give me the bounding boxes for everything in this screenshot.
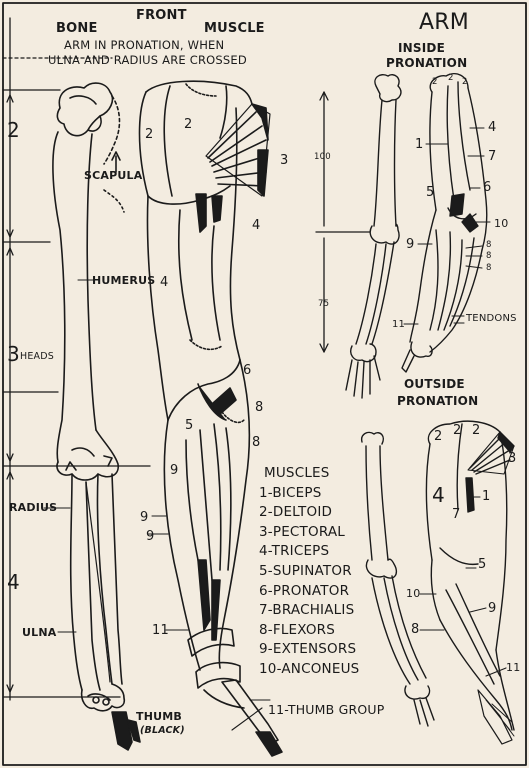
inside-num-8b: 8: [486, 251, 492, 261]
label-thumb: THUMB: [136, 710, 182, 723]
legend-item: 10-ANCONEUS: [259, 660, 360, 677]
inside-num-6: 6: [483, 180, 492, 195]
label-ulna: ULNA: [22, 626, 57, 639]
subtitle-line-1: ARM IN PRONATION, WHEN: [64, 38, 225, 52]
inside-num-5: 5: [426, 185, 435, 200]
inside-num-7: 7: [488, 149, 497, 164]
outside-num-2a: 2: [434, 429, 443, 444]
title-front: FRONT: [136, 8, 187, 23]
leader-lines: [43, 127, 507, 731]
title-muscle: MUSCLE: [204, 21, 265, 36]
outside-label-1: OUTSIDE: [404, 377, 465, 391]
inside-num-1: 1: [415, 137, 424, 152]
legend-heading: MUSCLES: [264, 465, 330, 481]
subtitle-line-2: ULNA AND RADIUS ARE CROSSED: [48, 53, 247, 67]
title-bone: BONE: [56, 21, 98, 36]
inside-label-2: PRONATION: [386, 56, 468, 70]
muscle-num-2a: 2: [145, 127, 154, 142]
muscle-num-8a: 8: [255, 400, 264, 415]
legend-item: 2-DELTOID: [259, 504, 333, 521]
outside-pronation-muscle: [425, 420, 515, 745]
title-arm: ARM: [419, 10, 469, 35]
inside-num-9: 9: [406, 237, 415, 252]
legend-item: 3-PECTORAL: [259, 523, 346, 540]
scale-heads-word: HEADS: [20, 351, 54, 362]
outside-num-7: 7: [452, 507, 461, 522]
outside-label-2: PRONATION: [397, 394, 479, 408]
label-scapula: SCAPULA: [84, 169, 143, 182]
outside-num-10: 10: [406, 587, 421, 600]
inside-num-10: 10: [494, 217, 509, 230]
muscle-num-4a: 4: [252, 218, 261, 233]
scale-head-4: 4: [7, 570, 20, 594]
legend-item: 5-SUPINATOR: [259, 562, 352, 579]
outside-num-5: 5: [478, 557, 487, 572]
outside-num-1: 1: [482, 489, 491, 504]
measure-75: 75: [318, 299, 330, 309]
inside-num-2b: 2: [448, 73, 454, 83]
outside-num-9: 9: [488, 601, 497, 616]
label-black: (BLACK): [140, 725, 185, 736]
inside-num-8a: 8: [486, 240, 492, 250]
outside-num-3: 3: [508, 451, 517, 466]
measure-100: 100: [314, 152, 331, 162]
legend-item: 1-BICEPS: [259, 484, 322, 501]
label-radius: RADIUS: [9, 501, 58, 514]
outside-num-4: 4: [432, 483, 445, 507]
outside-num-8: 8: [411, 622, 420, 637]
inside-num-2a: 2: [432, 77, 438, 87]
inside-num-8c: 8: [486, 263, 492, 273]
scale-head-3: 3: [7, 342, 20, 366]
scale-head-2: 2: [7, 118, 20, 142]
muscle-num-9b: 9: [140, 510, 149, 525]
muscle-legend: MUSCLES 1-BICEPS 2-DELTOID 3-PECTORAL 4-…: [259, 464, 359, 680]
muscle-num-6: 6: [243, 363, 252, 378]
inside-num-4: 4: [488, 120, 497, 135]
inside-num-11: 11: [392, 319, 406, 330]
outside-num-11: 11: [506, 661, 521, 674]
muscle-num-8b: 8: [252, 435, 261, 450]
outside-num-2b: 2: [453, 423, 462, 438]
legend-item: 4-TRICEPS: [259, 543, 330, 560]
label-humerus: HUMERUS: [92, 274, 156, 287]
label-tendons: TENDONS: [466, 313, 517, 324]
inside-label-1: INSIDE: [398, 41, 445, 55]
muscle-num-5: 5: [185, 418, 194, 433]
legend-item: 8-FLEXORS: [259, 621, 336, 638]
outside-num-2c: 2: [472, 423, 481, 438]
legend-thumb-group: 11-THUMB GROUP: [268, 702, 385, 717]
inside-pronation-muscle: [401, 72, 488, 373]
legend-item: 9-EXTENSORS: [259, 641, 357, 658]
legend-item: 7-BRACHIALIS: [259, 602, 355, 619]
measure-arrows: [315, 91, 371, 353]
head-scale-ruler: [2, 17, 151, 701]
front-forearm-bones: [69, 473, 141, 751]
inside-pronation-bone: [345, 74, 402, 399]
muscle-num-9a: 9: [170, 463, 179, 478]
outside-pronation-bone: [360, 431, 435, 727]
inside-num-2c: 2: [462, 77, 468, 87]
muscle-num-11: 11: [152, 623, 169, 638]
muscle-num-2b: 2: [184, 117, 193, 132]
front-muscle-arm: [138, 80, 283, 757]
muscle-num-9c: 9: [146, 529, 155, 544]
muscle-num-3: 3: [280, 153, 289, 168]
muscle-num-4b: 4: [160, 275, 169, 290]
legend-item: 6-PRONATOR: [259, 582, 350, 599]
